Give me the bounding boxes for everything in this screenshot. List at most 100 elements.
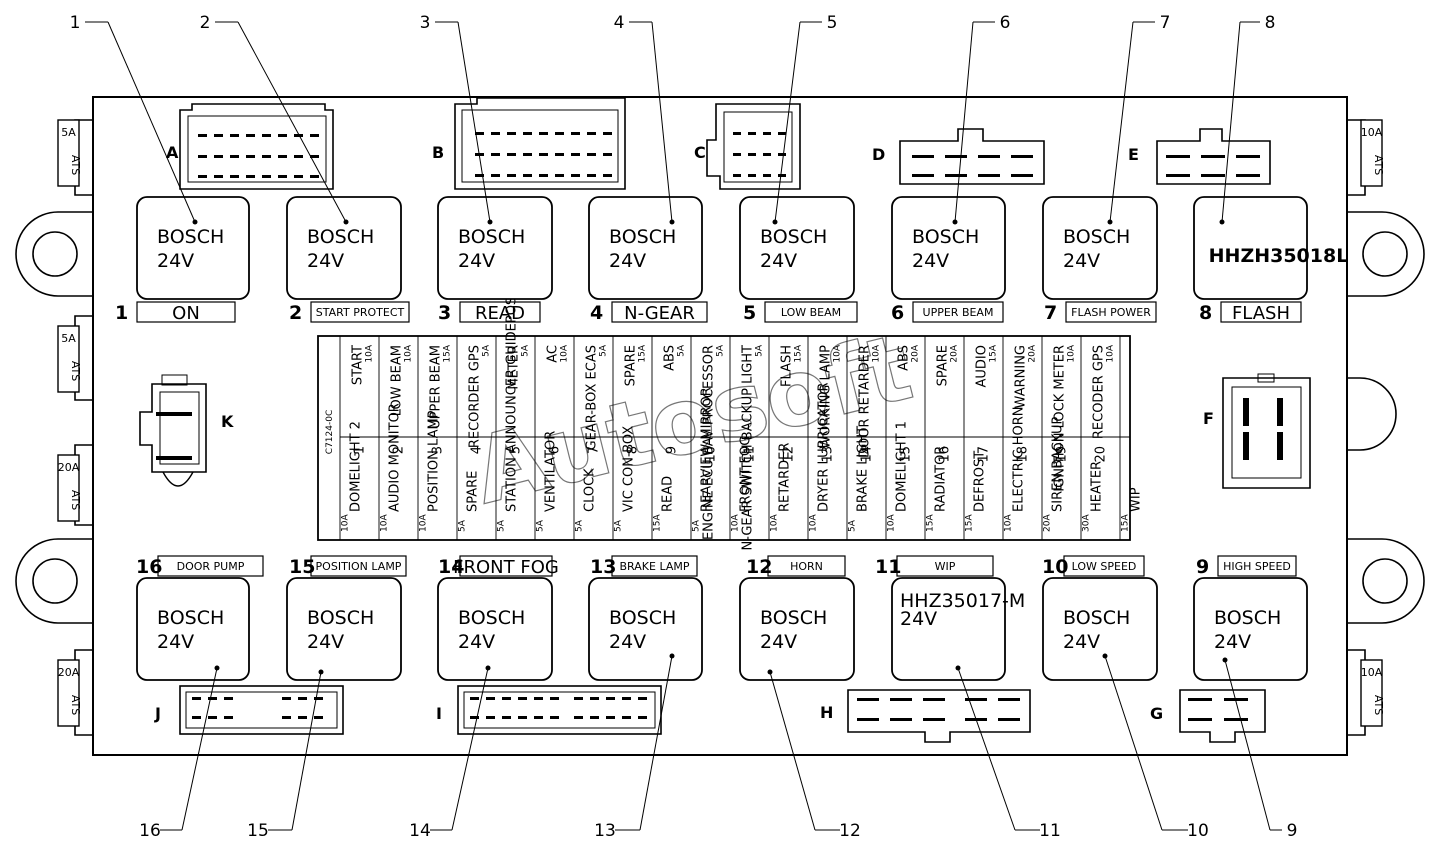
fuse-name: POSITION LAMP bbox=[427, 410, 442, 512]
side-fuse-10a-top-right[interactable]: 10A ATS bbox=[1360, 119, 1385, 187]
connector-c[interactable]: C bbox=[694, 103, 801, 190]
fuse-name: HEATER bbox=[1090, 461, 1105, 512]
connector-pin bbox=[491, 132, 500, 135]
callout-dot bbox=[952, 219, 958, 225]
side-fuse-20a-upper[interactable]: 20A ATS bbox=[57, 454, 82, 522]
relay-body bbox=[286, 196, 402, 300]
callout-leader bbox=[1109, 21, 1134, 223]
connector-e[interactable]: E bbox=[1128, 128, 1271, 185]
relay-number: 7 bbox=[1044, 302, 1057, 324]
connector-h[interactable]: H bbox=[820, 689, 1031, 743]
connector-pin bbox=[978, 174, 1000, 177]
side-fuse-5a-top[interactable]: 5A ATS bbox=[57, 119, 82, 187]
connector-a[interactable]: A bbox=[166, 103, 334, 190]
connector-f[interactable]: F bbox=[1203, 373, 1311, 489]
side-fuse-20a-lower[interactable]: 20A ATS bbox=[57, 659, 82, 727]
connector-k[interactable]: K bbox=[139, 374, 234, 487]
relay-part-code: HHZH35018L bbox=[1209, 245, 1349, 267]
connector-pin bbox=[314, 697, 323, 700]
svg-text:F: F bbox=[1203, 409, 1214, 428]
connector-pin bbox=[733, 153, 741, 156]
fuse-amp: 5A bbox=[677, 344, 687, 357]
connector-d[interactable]: D bbox=[872, 128, 1045, 185]
connector-g[interactable]: G bbox=[1150, 689, 1266, 743]
side-fuse-5a-middle[interactable]: 5A ATS bbox=[57, 325, 82, 393]
connector-b[interactable]: B bbox=[432, 97, 626, 190]
relay-label: FLASH bbox=[1232, 303, 1290, 324]
connector-pin bbox=[314, 716, 323, 719]
connector-i[interactable]: I bbox=[436, 685, 662, 735]
relay-label: START PROTECT bbox=[316, 306, 405, 319]
connector-pin bbox=[278, 155, 287, 158]
fuse-number: 13 bbox=[821, 446, 836, 463]
board-outline bbox=[92, 96, 1348, 756]
fuse-amp: 10A bbox=[1067, 344, 1077, 362]
connector-pin bbox=[282, 716, 291, 719]
board-code: C7124-0C bbox=[325, 410, 335, 454]
connector-j[interactable]: J bbox=[154, 685, 344, 735]
side-fuse-10a-bottom-right[interactable]: 10A ATS bbox=[1360, 659, 1385, 727]
fuse-number: 4 bbox=[470, 446, 485, 454]
connector-pin bbox=[534, 697, 543, 700]
relay-label: FLASH POWER bbox=[1071, 306, 1151, 319]
